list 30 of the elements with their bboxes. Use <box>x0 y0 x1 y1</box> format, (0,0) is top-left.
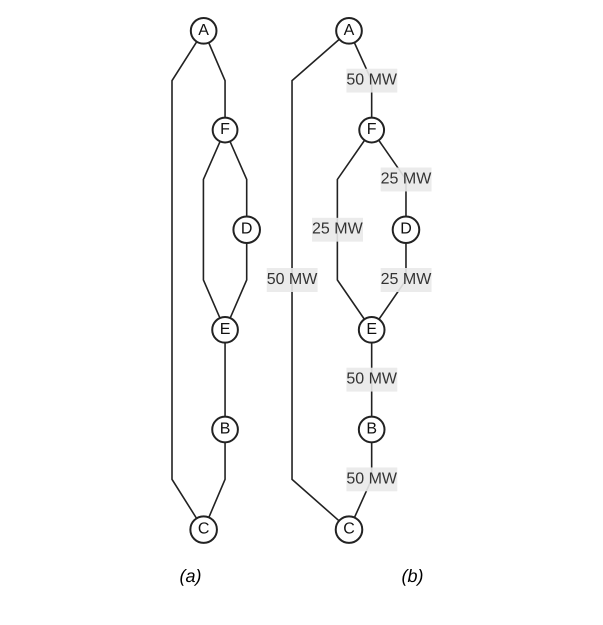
node-circle: E <box>358 316 386 344</box>
figure-label: (b) <box>402 566 424 587</box>
node-circle: F <box>212 116 238 143</box>
node-circle: F <box>358 116 385 143</box>
node-circle: E <box>211 316 239 344</box>
connector <box>202 140 221 318</box>
connector <box>224 342 226 416</box>
connector <box>208 42 226 118</box>
figure-label: (a) <box>180 566 202 587</box>
connector <box>171 40 198 518</box>
node-circle: D <box>392 215 420 244</box>
node-circle: C <box>189 514 218 544</box>
node-circle: A <box>190 16 218 44</box>
node-circle: A <box>335 16 363 44</box>
edge-label: 25 MW <box>380 170 432 187</box>
node-circle: C <box>334 514 364 544</box>
edge-label: 50 MW <box>346 470 397 487</box>
edge-label: 25 MW <box>312 220 363 238</box>
edge-label: 25 MW <box>380 270 432 288</box>
connector <box>229 242 248 318</box>
connector <box>291 38 340 521</box>
edge-label: 50 MW <box>266 270 318 288</box>
node-circle: D <box>232 215 261 244</box>
connector <box>229 140 248 216</box>
connector <box>336 139 366 320</box>
edge-label: 50 MW <box>346 71 397 88</box>
node-circle: B <box>211 415 239 443</box>
connector <box>208 442 226 518</box>
node-circle: B <box>358 415 386 443</box>
edge-label: 50 MW <box>346 370 397 388</box>
